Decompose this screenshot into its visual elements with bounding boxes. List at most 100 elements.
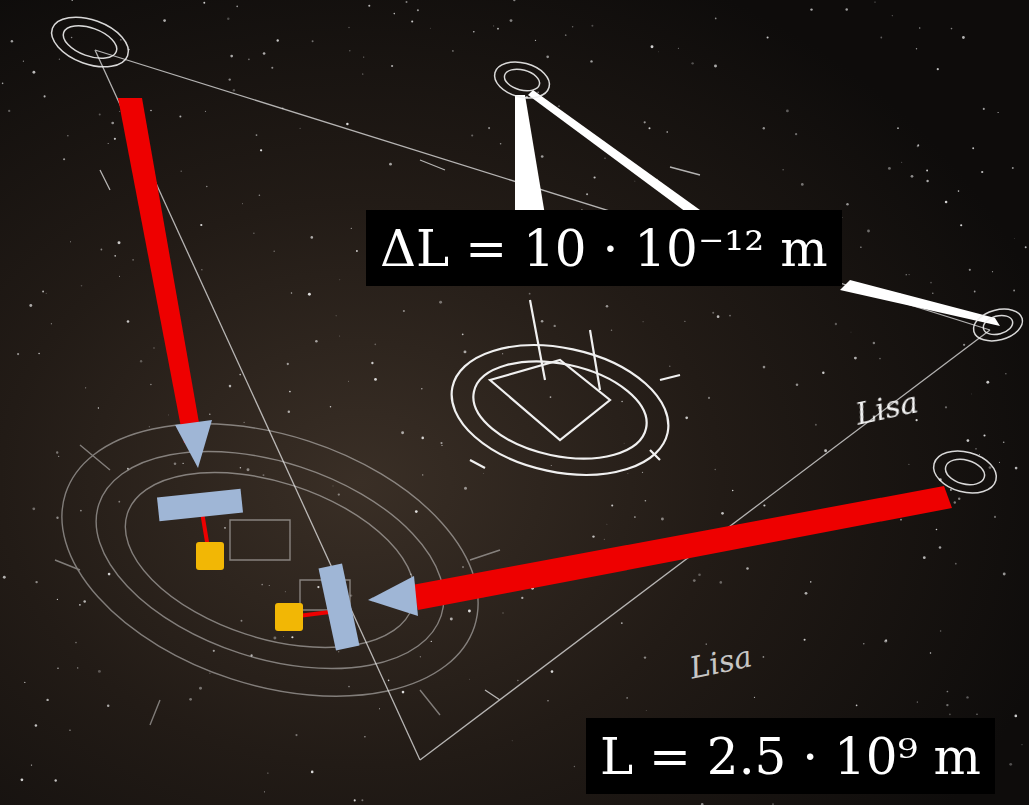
test-masses — [196, 542, 303, 631]
star — [421, 437, 424, 440]
star — [31, 764, 32, 765]
star — [856, 705, 858, 707]
star — [591, 25, 593, 27]
star — [937, 68, 939, 70]
star — [558, 105, 559, 106]
star — [289, 391, 291, 393]
star — [969, 269, 971, 271]
star — [422, 474, 423, 475]
star — [468, 610, 471, 613]
star — [822, 372, 824, 374]
star — [919, 27, 921, 29]
star — [362, 73, 363, 74]
star — [846, 203, 848, 205]
star — [261, 584, 263, 586]
star — [356, 250, 358, 252]
star — [917, 701, 918, 702]
star — [992, 271, 993, 272]
star — [120, 39, 121, 40]
star — [267, 772, 268, 773]
star — [1005, 373, 1006, 374]
star — [906, 274, 907, 275]
star — [732, 490, 734, 492]
star — [98, 407, 99, 408]
star — [119, 111, 120, 112]
star — [354, 799, 356, 801]
star — [763, 656, 765, 658]
star — [421, 388, 423, 390]
star — [513, 0, 515, 1]
star — [658, 51, 660, 53]
star — [592, 535, 594, 537]
star — [17, 353, 19, 355]
star — [949, 714, 951, 716]
star — [85, 387, 86, 388]
star — [606, 523, 608, 525]
star — [374, 378, 377, 381]
star — [163, 19, 166, 22]
star — [783, 169, 784, 170]
star — [917, 145, 919, 147]
star — [450, 617, 453, 620]
star — [651, 45, 654, 48]
star — [1009, 763, 1012, 766]
star — [389, 163, 392, 166]
star — [284, 591, 286, 593]
star — [71, 0, 72, 1]
star — [312, 40, 314, 42]
star — [983, 108, 985, 110]
star — [880, 37, 882, 39]
star — [260, 149, 262, 151]
star — [897, 127, 899, 129]
star — [401, 431, 404, 434]
star — [81, 285, 83, 287]
star — [149, 426, 150, 427]
star — [541, 320, 544, 323]
star — [132, 259, 134, 261]
star — [199, 687, 202, 690]
star — [256, 134, 258, 136]
star — [224, 527, 226, 529]
star — [403, 310, 405, 312]
star — [804, 639, 806, 641]
star — [469, 678, 471, 680]
star — [551, 670, 554, 673]
star — [712, 312, 714, 314]
star — [38, 353, 40, 355]
star — [209, 414, 210, 415]
star — [604, 158, 605, 159]
star — [1014, 715, 1017, 718]
star — [644, 121, 646, 123]
star — [273, 250, 275, 252]
star — [502, 612, 504, 614]
star — [464, 350, 467, 353]
star — [464, 487, 467, 490]
star — [554, 325, 556, 327]
star — [230, 55, 233, 58]
star — [546, 55, 549, 58]
star — [698, 574, 701, 577]
star — [236, 5, 238, 7]
star — [233, 89, 235, 91]
star — [971, 393, 973, 395]
star — [277, 39, 279, 41]
star — [200, 224, 202, 226]
star — [253, 233, 254, 234]
star — [3, 576, 6, 579]
star — [32, 71, 35, 74]
star — [247, 468, 250, 471]
star — [471, 134, 473, 136]
star — [947, 691, 949, 693]
star — [763, 127, 765, 129]
star — [998, 112, 999, 113]
star — [786, 110, 789, 113]
star — [431, 641, 432, 642]
star — [118, 241, 121, 244]
star — [287, 363, 289, 365]
star — [805, 592, 808, 595]
star — [926, 180, 928, 182]
star — [547, 700, 549, 702]
star — [83, 600, 86, 603]
star — [371, 362, 373, 364]
